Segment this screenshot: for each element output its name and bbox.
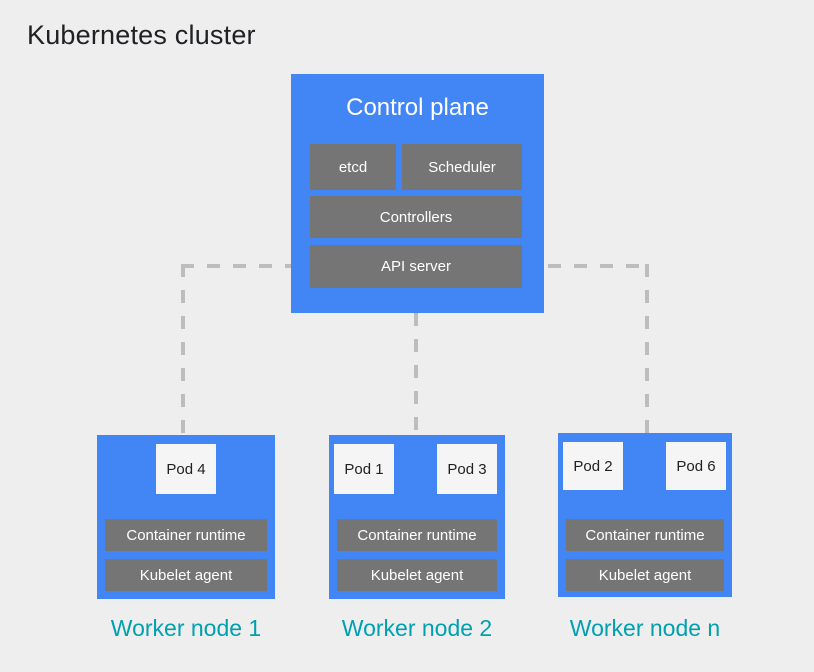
connector-api-server-to-worker-node-n-vertical: [645, 264, 649, 437]
page-title: Kubernetes cluster: [27, 20, 256, 50]
worker-node-2-kubelet-agent[interactable]: Kubelet agent: [337, 559, 497, 591]
control-plane-component-controllers[interactable]: Controllers: [310, 196, 522, 238]
control-plane-component-api-server[interactable]: API server: [310, 245, 522, 288]
worker-node-1-container-runtime[interactable]: Container runtime: [105, 519, 267, 551]
control-plane-component-etcd[interactable]: etcd: [310, 144, 396, 190]
connector-api-server-to-worker-node-1-horizontal: [181, 264, 293, 268]
worker-node-n-label: Worker node n: [569, 615, 721, 641]
connector-api-server-to-worker-node-n-horizontal: [522, 264, 649, 268]
worker-node-2-pod-1[interactable]: Pod 1: [334, 444, 394, 494]
worker-node-1-kubelet-agent[interactable]: Kubelet agent: [105, 559, 267, 591]
worker-node-1-label: Worker node 1: [110, 615, 262, 641]
connector-api-server-to-worker-node-2-vertical: [414, 313, 418, 439]
worker-node-2-label: Worker node 2: [341, 615, 493, 641]
worker-node-n-pod-6[interactable]: Pod 6: [666, 442, 726, 490]
control-plane-component-scheduler[interactable]: Scheduler: [402, 144, 522, 190]
worker-node-n-container-runtime[interactable]: Container runtime: [566, 519, 724, 551]
worker-node-n-pod-2[interactable]: Pod 2: [563, 442, 623, 490]
connector-api-server-to-worker-node-1-vertical: [181, 264, 185, 439]
control-plane-title: Control plane: [346, 94, 489, 121]
worker-node-2-pod-3[interactable]: Pod 3: [437, 444, 497, 494]
worker-node-1-pod-4[interactable]: Pod 4: [156, 444, 216, 494]
worker-node-2-container-runtime[interactable]: Container runtime: [337, 519, 497, 551]
worker-node-n-kubelet-agent[interactable]: Kubelet agent: [566, 559, 724, 591]
